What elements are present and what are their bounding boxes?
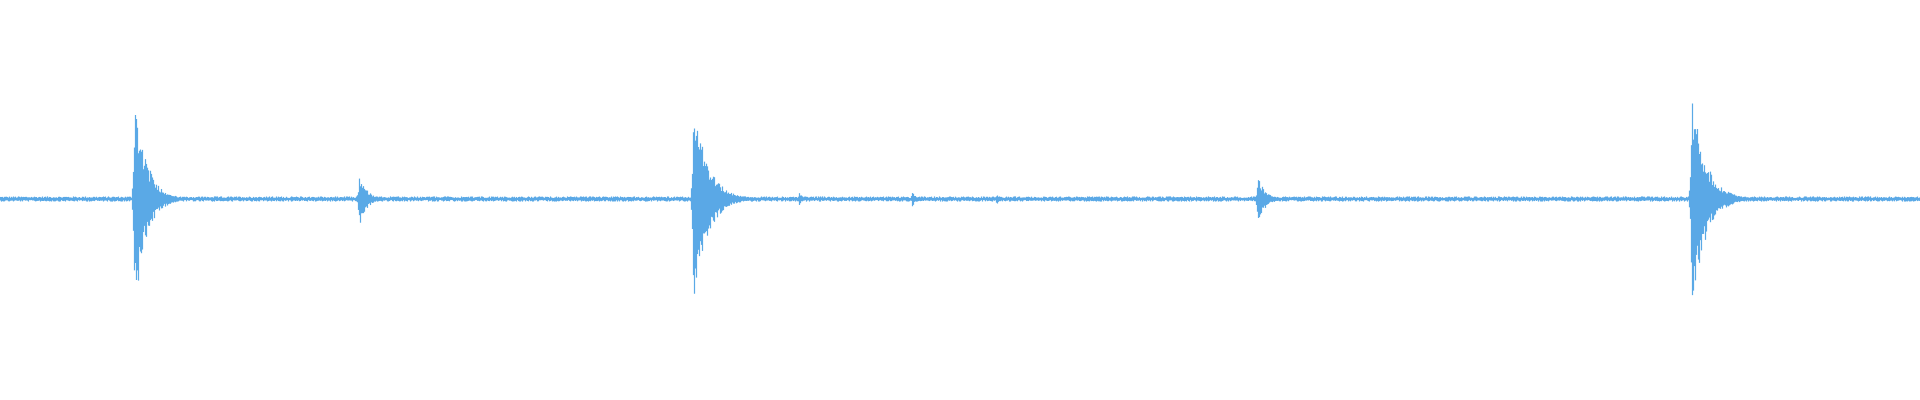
waveform-bars	[0, 103, 1920, 296]
